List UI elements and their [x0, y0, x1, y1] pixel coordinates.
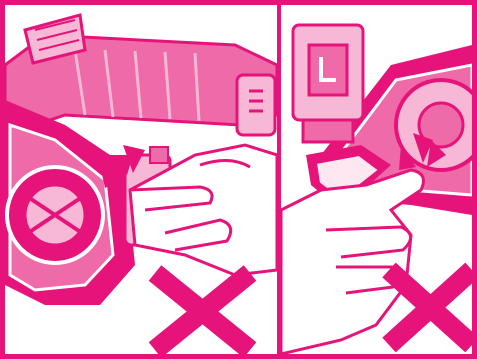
cross-icon — [389, 270, 472, 345]
right-panel — [281, 5, 472, 354]
left-panel — [5, 5, 277, 354]
left-illustration — [5, 5, 277, 354]
cross-icon — [155, 273, 250, 350]
right-illustration — [281, 5, 472, 354]
